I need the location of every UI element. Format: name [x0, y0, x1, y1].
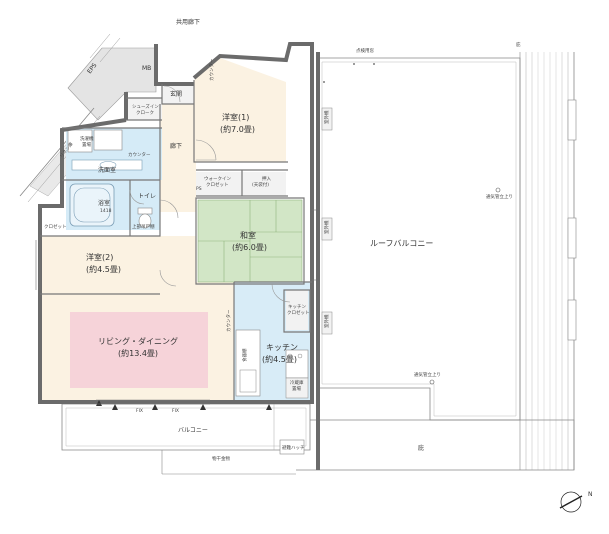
fix-label-1: FIX — [136, 408, 143, 414]
bath-size-label: 1418 — [100, 208, 112, 214]
window-lines — [35, 209, 316, 405]
fix-label-2: FIX — [172, 408, 179, 414]
doors — [129, 85, 291, 303]
eave-bottom-label: 庇 — [418, 444, 424, 452]
washer-label: 洗濯機置場 — [80, 135, 94, 148]
pipe-bottom-label: 通気管立上り — [414, 371, 441, 378]
lower-balcony-area — [61, 403, 311, 475]
toilet-label: トイレ — [138, 193, 156, 200]
fridge-label: 冷蔵庫置場 — [290, 379, 304, 392]
window-markers — [96, 400, 272, 410]
shoes-cloak-label: シューズインクローク — [132, 103, 159, 116]
kitchen-label: キッチン — [266, 343, 298, 352]
north-label: N — [588, 491, 593, 498]
bathtub — [69, 183, 115, 227]
common-corridor-label: 共用廊下 — [176, 18, 200, 26]
kitchen-closet-label: キッチンクロゼット — [287, 304, 310, 316]
hatch-label: 避難ハッチ — [282, 444, 305, 451]
upper-shelf-label: 上部吊戸棚 — [132, 223, 155, 230]
japanese-label: 和室 — [240, 230, 256, 240]
western1-label: 洋室(1) — [222, 112, 249, 122]
roof-balcony-area — [296, 52, 577, 471]
living-label: リビング・ダイニング — [98, 336, 178, 346]
bathroom-label: 浴室 — [98, 199, 110, 207]
outdoor-unit-2: 室外機 — [323, 220, 330, 234]
western2-label: 洋室(2) — [86, 252, 113, 262]
floor-note-label: 物干金物 — [212, 455, 230, 462]
wash-basin — [67, 129, 143, 171]
counter-k-label: カウンター — [225, 309, 232, 332]
counter-top-label: カウンター — [208, 58, 215, 81]
counter-wash-label: カウンター — [128, 151, 151, 158]
mb-label: MB — [142, 65, 151, 72]
labels: 共用廊下 EPS MB 玄関 シューズインクローク 廊下 カウンター 洋室(1)… — [44, 18, 521, 462]
washroom-label: 洗面室 — [98, 166, 116, 174]
japanese-size: (約6.0畳) — [232, 242, 267, 252]
kitchen-counter — [235, 329, 309, 399]
western2-size: (約4.5畳) — [86, 264, 121, 274]
kitchen-size: (約4.5畳) — [262, 354, 297, 364]
window-top-label: 点検用窓 — [356, 47, 374, 54]
ps-label: PS — [196, 186, 202, 192]
oshiire-label: 押入(天袋付) — [252, 175, 271, 188]
walkin-label: ウォークインクロゼット — [204, 175, 231, 188]
walls — [38, 42, 320, 470]
eave-top-label: 庇 — [516, 41, 521, 48]
outdoor-unit-1: 室外機 — [323, 110, 330, 124]
hallway-label: 廊下 — [170, 142, 182, 150]
cupboard-label: 食器棚 — [241, 348, 248, 362]
living-area-highlight — [70, 312, 208, 388]
toilet-fixture — [137, 207, 153, 229]
exterior-structure — [19, 33, 157, 203]
closet-left-label: クロゼット — [44, 223, 67, 230]
entrance-label: 玄関 — [170, 90, 182, 98]
roof-balcony-label: ルーフバルコニー — [370, 239, 433, 248]
outdoor-unit-3: 室外機 — [323, 314, 330, 328]
living-size: (約13.4畳) — [118, 348, 158, 358]
compass: N — [559, 491, 593, 513]
western1-size: (約7.0畳) — [220, 124, 255, 134]
pipe-top-label: 通気管立上り — [486, 193, 513, 200]
balcony-label: バルコニー — [178, 427, 208, 434]
